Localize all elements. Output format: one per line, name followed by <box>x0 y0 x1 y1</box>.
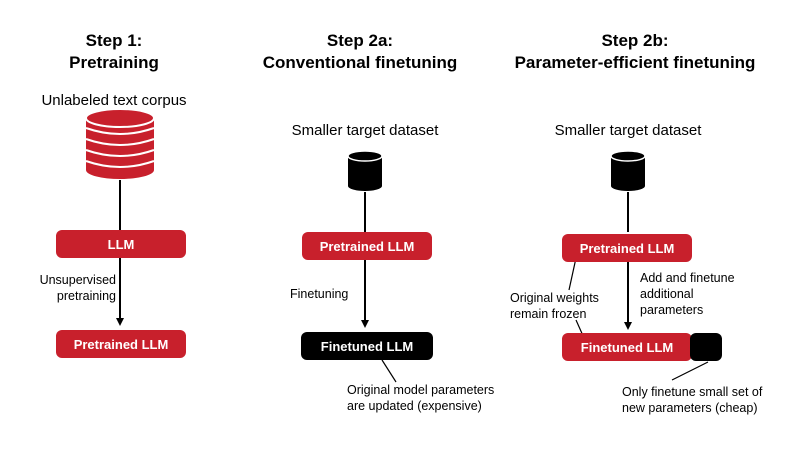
finetuned-llm-box-2a: Finetuned LLM <box>301 332 433 360</box>
llm-box: LLM <box>56 230 186 258</box>
add-params-label: Add and finetune additional parameters <box>640 270 750 318</box>
corpus-label: Unlabeled text corpus <box>41 92 187 109</box>
note-pointer-2a <box>381 359 397 383</box>
step1-number: Step 1: <box>85 31 143 50</box>
black-database-icon-2a <box>347 150 383 191</box>
note-2a: Original model parameters are updated (e… <box>347 382 527 414</box>
note-2a-line-1: Original model parameters <box>347 383 495 397</box>
step2a-title: Step 2a: Conventional finetuning <box>255 30 465 74</box>
new-params-pointer <box>671 361 709 381</box>
red-database-icon <box>85 108 155 179</box>
frozen-weights-label: Original weights remain frozen <box>510 290 610 322</box>
step2b-heading: Parameter-efficient finetuning <box>514 53 756 72</box>
step1-heading: Pretraining <box>69 53 159 72</box>
new-parameters-block <box>690 333 722 361</box>
add-params-line-3: parameters <box>640 303 704 317</box>
frozen-pointer-top <box>568 257 577 291</box>
frozen-line-2: remain frozen <box>510 307 587 321</box>
note-2b-line-2: new parameters (cheap) <box>622 401 758 415</box>
step1-title: Step 1: Pretraining <box>44 30 184 74</box>
step2a-number: Step 2a: <box>326 31 394 50</box>
note-2a-line-2: are updated (expensive) <box>347 399 482 413</box>
step2a-heading: Conventional finetuning <box>262 53 458 72</box>
note-2b-line-1: Only finetune small set of <box>622 385 763 399</box>
pretrained-llm-box-2b: Pretrained LLM <box>562 234 692 262</box>
finetuning-label: Finetuning <box>290 287 349 301</box>
dataset-label-2b: Smaller target dataset <box>554 122 702 139</box>
step2b-title: Step 2b: Parameter-efficient finetuning <box>500 30 770 74</box>
pretrained-llm-box-2a: Pretrained LLM <box>302 232 432 260</box>
dataset-label-2a: Smaller target dataset <box>291 122 439 139</box>
note-2b: Only finetune small set of new parameter… <box>622 384 782 416</box>
add-params-line-1: Add and finetune <box>640 271 735 285</box>
finetuned-llm-box-2b: Finetuned LLM <box>562 333 692 361</box>
step2b-number: Step 2b: <box>601 31 669 50</box>
unsupervised-line-2: pretraining <box>56 289 116 303</box>
pretrained-llm-box-1: Pretrained LLM <box>56 330 186 358</box>
frozen-line-1: Original weights <box>510 291 599 305</box>
black-database-icon-2b <box>610 150 646 191</box>
add-params-line-2: additional <box>640 287 694 301</box>
unsupervised-pretraining-label: Unsupervised pretraining <box>24 272 116 304</box>
unsupervised-line-1: Unsupervised <box>39 273 116 287</box>
